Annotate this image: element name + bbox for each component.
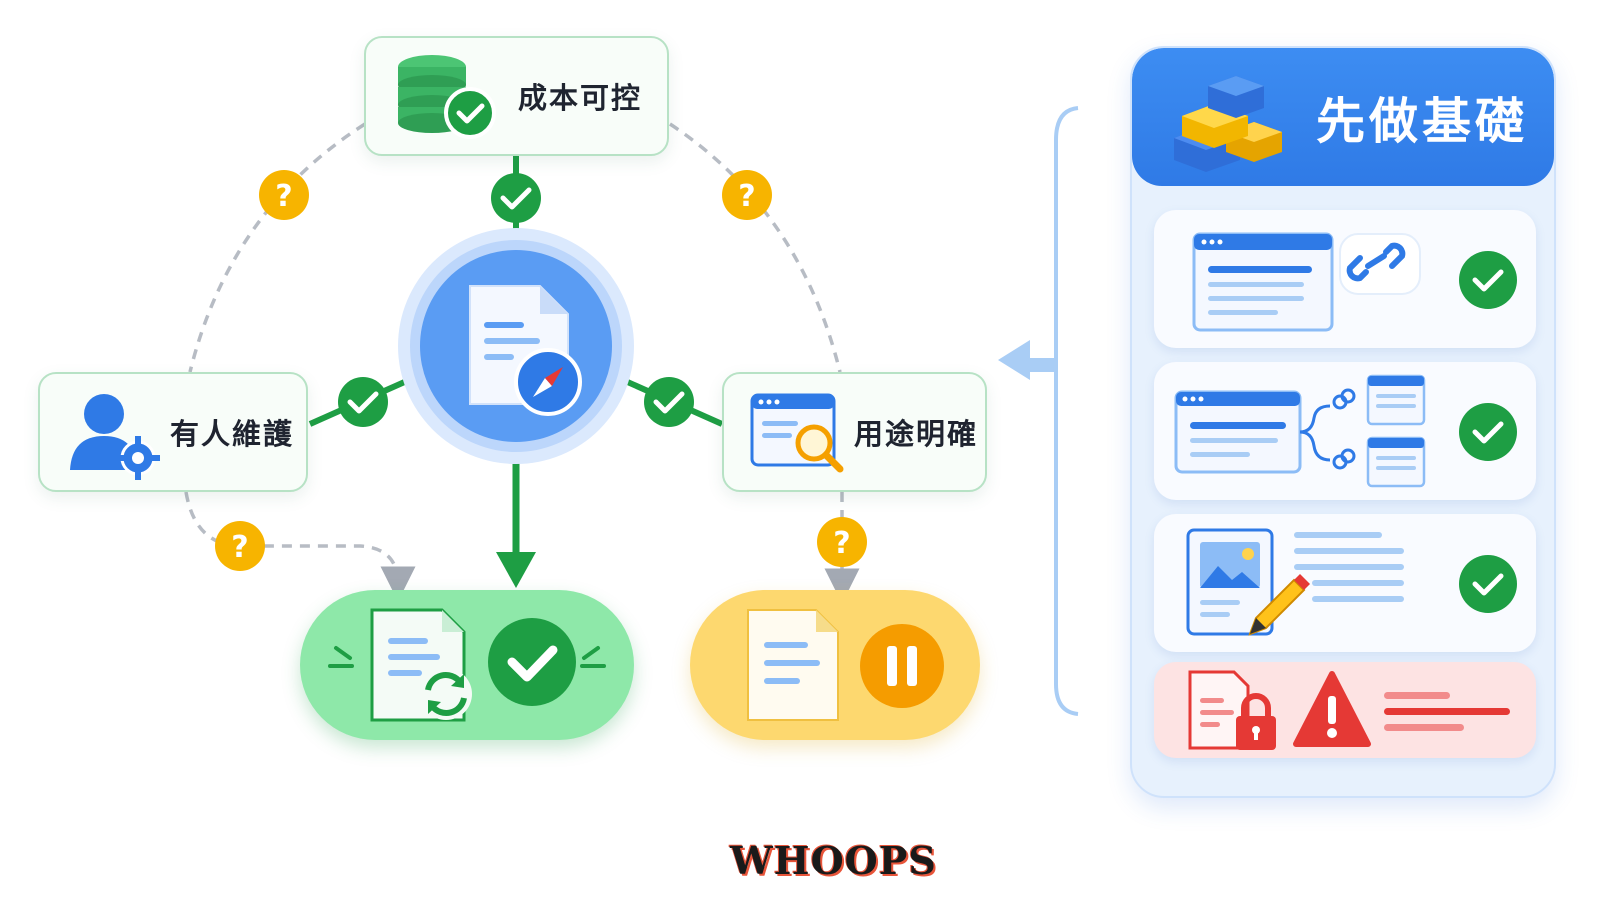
question-mark: ? (833, 526, 850, 561)
question-badge-icon: ? (817, 517, 867, 567)
database-check-icon (398, 55, 496, 139)
panel-header: 先做基礎 (1132, 48, 1554, 186)
panel-bracket (1054, 106, 1079, 716)
panel-arrow (998, 340, 1056, 380)
warning-icon (1293, 671, 1510, 747)
webpage-branch-links-icon (1174, 374, 1426, 488)
foundation-panel: 先做基礎 (1130, 46, 1556, 798)
question-mark: ? (738, 179, 755, 214)
webpage-link-icon (1192, 232, 1421, 332)
node-label-clear-purpose: 用途明確 (854, 417, 979, 451)
check-badge-icon (491, 173, 541, 223)
outcome-success-pill (300, 590, 634, 740)
locked-document-warning-icon (1188, 670, 1276, 750)
browser-search-icon (750, 393, 844, 473)
question-badge-icon: ? (215, 521, 265, 571)
document-compass-icon (469, 285, 582, 416)
node-maintained: 有人維護 (38, 372, 308, 492)
image-document-edit-icon (1186, 528, 1404, 636)
panel-card-webpage-branch (1154, 362, 1536, 500)
node-clear-purpose: 用途明確 (722, 372, 987, 492)
document-refresh-check-icon (328, 608, 606, 722)
check-circle-icon (1459, 251, 1517, 309)
check-badge-icon (338, 377, 388, 427)
question-mark: ? (231, 530, 248, 565)
panel-title: 先做基礎 (1316, 92, 1529, 150)
connector-arrowhead (496, 552, 536, 588)
node-cost-control: 成本可控 (364, 36, 669, 156)
building-blocks-icon (1174, 76, 1282, 172)
question-badge-icon: ? (259, 170, 309, 220)
dashed-arc-top-right (669, 122, 842, 373)
check-circle-icon (1459, 403, 1517, 461)
node-label-maintained: 有人維護 (170, 417, 295, 451)
user-gear-icon (70, 394, 160, 480)
watermark: WHOOPS (730, 838, 937, 883)
outcome-paused-pill (690, 590, 980, 740)
panel-card-locked-document (1154, 662, 1536, 758)
check-circle-icon (1459, 555, 1517, 613)
dashed-arc-top-left (188, 122, 366, 373)
panel-card-webpage-link (1154, 210, 1536, 348)
question-mark: ? (275, 179, 292, 214)
document-pause-icon (747, 609, 944, 721)
check-badge-icon (644, 377, 694, 427)
panel-card-image-document (1154, 514, 1536, 652)
node-label-cost-control: 成本可控 (518, 81, 643, 115)
question-badge-icon: ? (722, 170, 772, 220)
